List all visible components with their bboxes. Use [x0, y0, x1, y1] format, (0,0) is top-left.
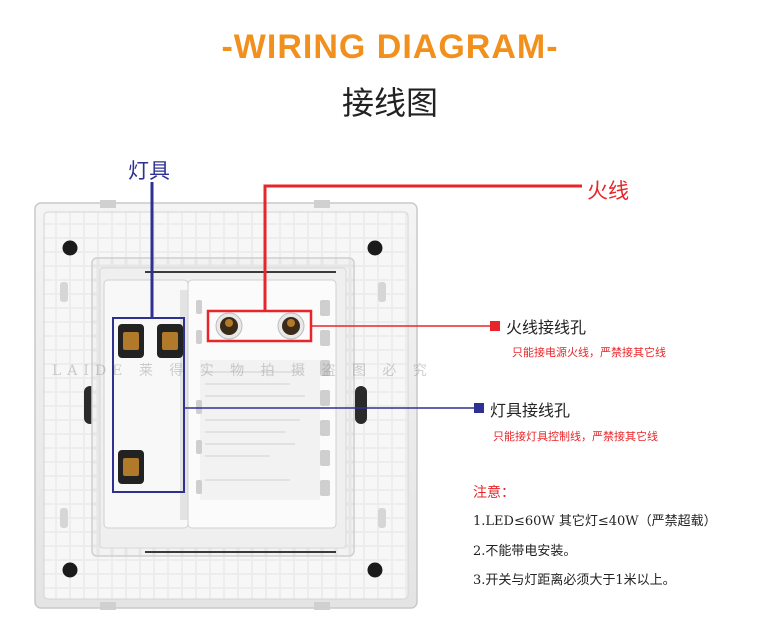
live-terminal-pointer	[311, 321, 500, 331]
note-item: 2.不能带电安装。	[473, 544, 577, 559]
terminal-block-right	[187, 279, 337, 529]
live-terminal-note: 只能接电源火线，严禁接其它线	[512, 346, 666, 359]
lamp-terminal-pointer	[184, 403, 484, 413]
live-terminal-label: 火线接线孔	[506, 318, 587, 337]
lamp-terminal-note: 只能接灯具控制线，严禁接其它线	[493, 430, 658, 443]
note-item: 3.开关与灯距离必须大于1米以上。	[473, 573, 676, 588]
lamp-terminal-label: 灯具接线孔	[490, 401, 571, 420]
watermark: LAIDE 莱 得 实 物 拍 摄 盗 图 必 究	[52, 363, 433, 379]
lamp-wire-lines	[112, 182, 185, 493]
live-wire-label: 火线	[587, 179, 629, 203]
diagram-title: -WIRING DIAGRAM-	[221, 28, 559, 66]
mounting-holes	[60, 240, 386, 578]
notes-title: 注意：	[473, 485, 515, 501]
note-item: 1.LED≤60W 其它灯≤40W（严禁超载）	[473, 514, 717, 529]
fixture-label: 灯具	[128, 159, 170, 183]
live-wire-holes	[215, 312, 305, 340]
diagram-subtitle: 接线图	[341, 84, 438, 122]
lamp-terminals	[118, 324, 183, 484]
